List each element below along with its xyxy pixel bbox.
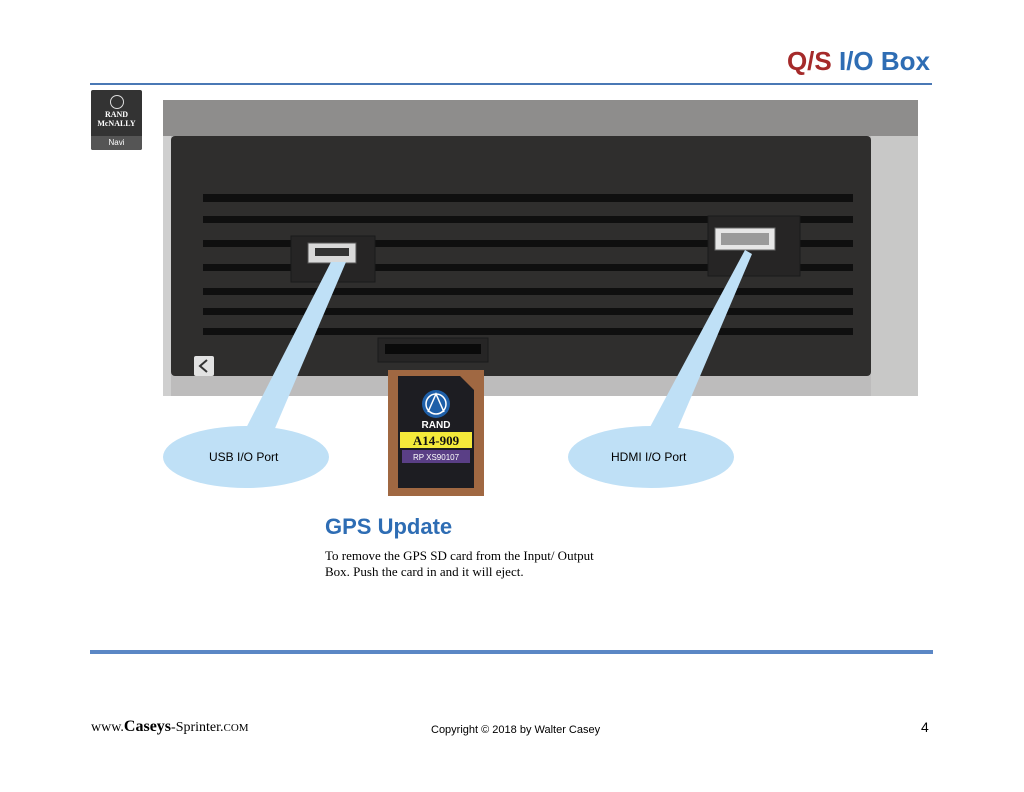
page-number: 4 (921, 719, 929, 735)
site-prefix: www. (91, 720, 124, 735)
logo-line2: McNALLY (97, 119, 136, 128)
sdcard-part: RP XS90107 (413, 453, 460, 462)
header-divider (90, 83, 932, 85)
hdmi-port-label: HDMI I/O Port (611, 450, 687, 464)
site-mid: -Sprinter. (171, 720, 224, 735)
page-title: Q/S I/O Box (787, 46, 930, 77)
rand-mcnally-logo: RAND McNALLY Navi (91, 90, 142, 150)
copyright-text: Copyright © 2018 by Walter Casey (431, 724, 601, 736)
sdcard-brand: RAND (422, 420, 451, 431)
gps-body-text: To remove the GPS SD card from the Input… (325, 548, 594, 579)
globe-icon (109, 95, 124, 109)
website-link[interactable]: www.Caseys-Sprinter.COM (91, 718, 249, 736)
title-qs: Q/S (786, 46, 832, 76)
title-io: I/O Box (838, 46, 930, 76)
site-tld: COM (223, 722, 249, 734)
usb-port-label: USB I/O Port (209, 450, 279, 464)
footer-divider (90, 650, 933, 654)
sd-card-photo: RAND A14-909 RP XS90107 (388, 370, 484, 496)
site-name: Caseys (123, 718, 172, 735)
logo-line1: RAND (104, 110, 129, 119)
sdcard-model: A14-909 (413, 433, 460, 448)
io-box-photo (163, 100, 918, 396)
gps-heading: GPS Update (325, 514, 453, 539)
logo-sub: Navi (91, 136, 142, 150)
